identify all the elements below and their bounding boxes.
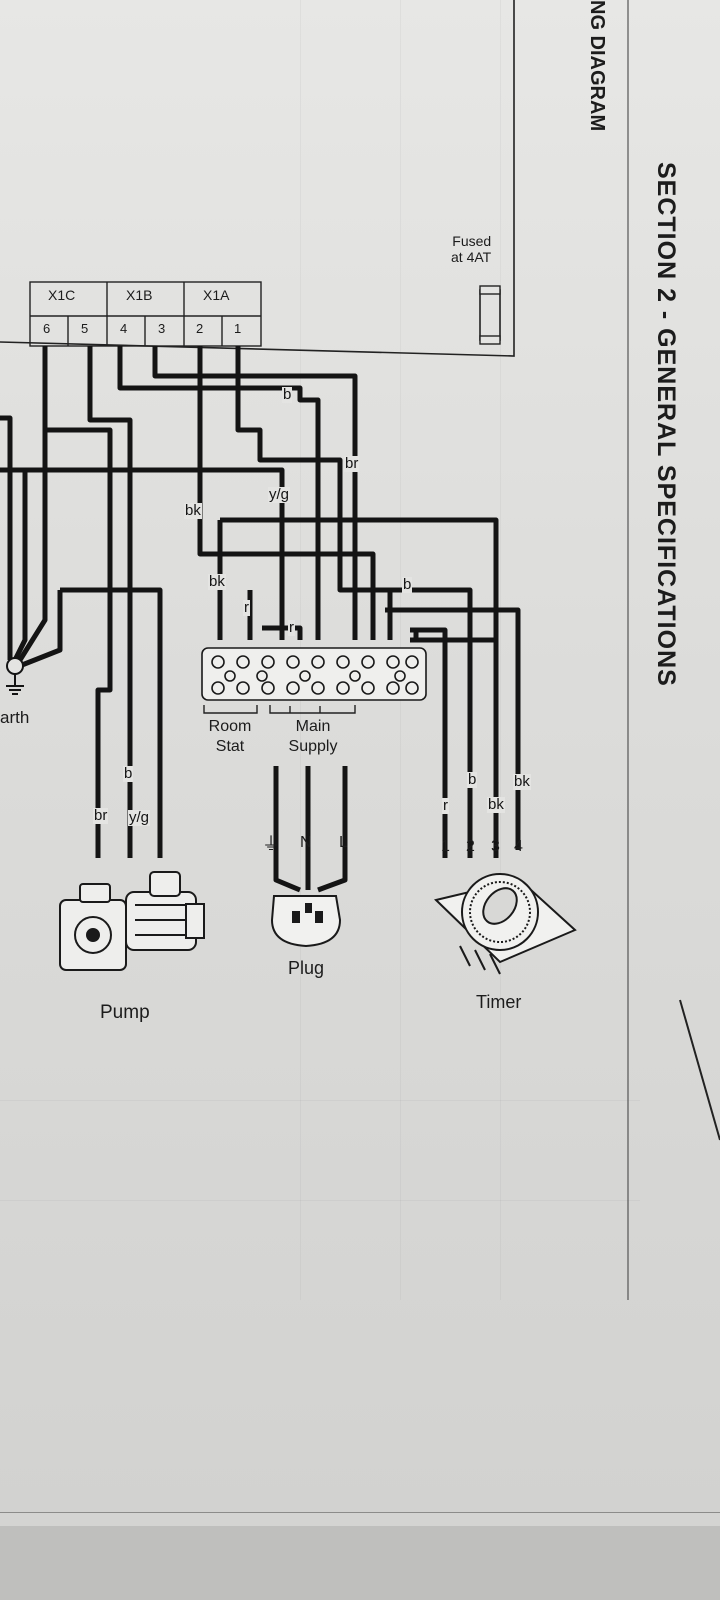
- wire-label: b: [123, 765, 134, 782]
- plug-icon: [270, 895, 342, 948]
- group-brackets: [203, 705, 356, 714]
- section-title: SECTION 2 - GENERAL SPECIFICATIONS: [652, 162, 680, 687]
- timer-terminal-number: 4: [514, 838, 523, 855]
- wire-label: y/g: [268, 486, 291, 503]
- room-stat-label: Room Stat: [202, 717, 258, 757]
- paper-sheet: [0, 0, 720, 1530]
- wire-label: b: [282, 386, 293, 403]
- timer-terminal-number: 1: [441, 838, 450, 855]
- wire-label: b: [402, 576, 413, 593]
- terminal-strip: [201, 647, 427, 701]
- pin-number: 4: [120, 321, 128, 336]
- pump-label: Pump: [100, 1002, 150, 1023]
- wires: [0, 346, 521, 893]
- connector-name: X1A: [203, 287, 230, 303]
- pin-number: 5: [81, 321, 89, 336]
- pin-number: 3: [158, 321, 166, 336]
- wire-label: bk: [184, 502, 202, 519]
- earth-symbol-icon: [6, 657, 24, 695]
- fuse-label-line2: at 4AT: [451, 249, 492, 265]
- wire-label: br: [93, 807, 109, 824]
- fuse-label: Fused at 4AT: [451, 233, 491, 265]
- diagram-title: NG DIAGRAM: [586, 0, 608, 132]
- main-supply-line1: Main: [295, 718, 331, 735]
- timer-label: Timer: [476, 992, 522, 1012]
- timer-terminal-number: 3: [491, 838, 500, 855]
- neutral-terminal-label: N: [300, 834, 312, 851]
- main-supply-label: Main Supply: [278, 717, 348, 757]
- timer-terminal-number: 2: [466, 838, 475, 855]
- pin-number: 2: [196, 321, 204, 336]
- plug-label: Plug: [288, 958, 325, 978]
- wire-label: bk: [208, 573, 226, 590]
- fuse-icon: [479, 285, 501, 345]
- wire-label: r: [288, 619, 295, 636]
- pump-icon: [59, 871, 205, 971]
- earth-label: arth: [0, 708, 30, 727]
- fuse-label-line1: Fused: [452, 233, 492, 249]
- wire-label: r: [243, 599, 250, 616]
- room-stat-line1: Room: [208, 718, 252, 735]
- table-surface: [0, 1526, 720, 1600]
- paper-grid: [0, 1200, 640, 1201]
- pin-number: 6: [43, 321, 51, 336]
- timer-lead-ends: [442, 820, 521, 834]
- connector-name: X1C: [48, 287, 76, 303]
- wire-label: br: [344, 455, 360, 472]
- pin-number: 1: [234, 321, 242, 336]
- control-box-outline: [0, 0, 515, 357]
- connector-blocks: [29, 281, 262, 347]
- connector-name: X1B: [126, 287, 153, 303]
- timer-icon: [433, 873, 577, 975]
- wire-label: bk: [487, 796, 505, 813]
- page-border-line: [679, 999, 720, 1141]
- paper-grid: [0, 1100, 640, 1101]
- live-terminal-label: L: [339, 834, 348, 851]
- wire-label: r: [442, 797, 449, 814]
- main-supply-line2: Supply: [288, 738, 338, 755]
- earth-terminal-label: ⏚: [262, 834, 280, 854]
- paper-grid: [500, 0, 501, 1300]
- wire-label: b: [467, 771, 478, 788]
- room-stat-line2: Stat: [215, 738, 245, 755]
- wire-label: bk: [513, 773, 531, 790]
- wire-label: y/g: [128, 809, 151, 826]
